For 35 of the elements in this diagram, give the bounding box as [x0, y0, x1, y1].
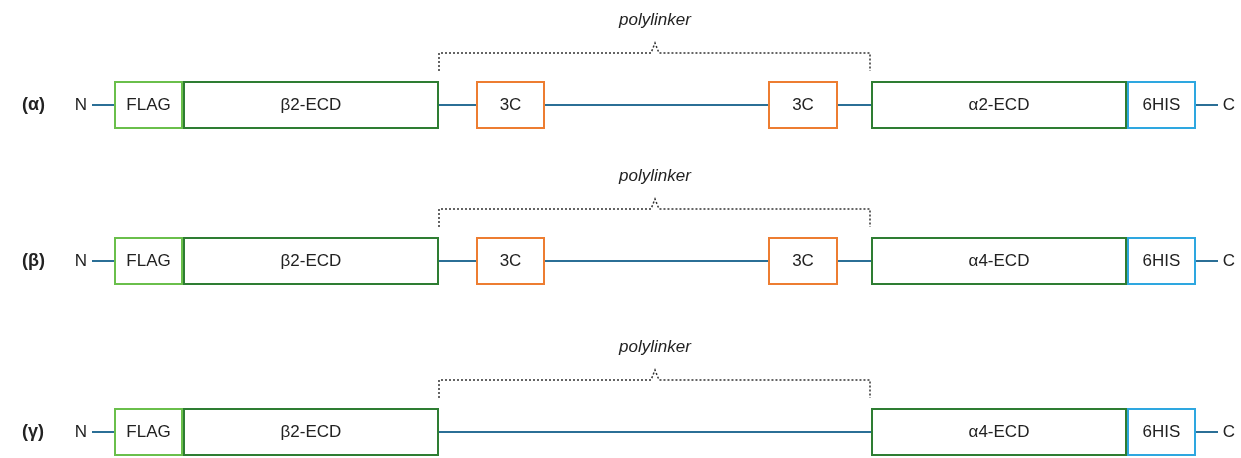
domain-box: α4-ECD: [871, 237, 1127, 285]
domain-box: β2-ECD: [183, 81, 439, 129]
domain-box: α2-ECD: [871, 81, 1127, 129]
domain-box: 3C: [768, 81, 838, 129]
region-label: polylinker: [619, 166, 691, 186]
domain-box: 6HIS: [1127, 237, 1196, 285]
linker-line: [1195, 104, 1219, 106]
domain-box: α4-ECD: [871, 408, 1127, 456]
domain-box: 6HIS: [1127, 81, 1196, 129]
domain-box: FLAG: [114, 81, 183, 129]
linker-line: [438, 104, 477, 106]
domain-box: 3C: [768, 237, 838, 285]
linker-line: [1195, 431, 1219, 433]
domain-box: FLAG: [114, 237, 183, 285]
domain-box: β2-ECD: [183, 408, 439, 456]
linker-line: [438, 260, 477, 262]
domain-box: β2-ECD: [183, 237, 439, 285]
region-label: polylinker: [619, 10, 691, 30]
region-label: polylinker: [619, 337, 691, 357]
domain-box: FLAG: [114, 408, 183, 456]
row-label: (β): [22, 250, 45, 271]
linker-line: [1195, 260, 1219, 262]
linker-line: [837, 104, 872, 106]
row-label: (γ): [22, 421, 44, 442]
linker-line: [91, 260, 115, 262]
linker-line: [438, 431, 872, 433]
domain-box: 6HIS: [1127, 408, 1196, 456]
linker-line: [91, 104, 115, 106]
linker-line: [544, 260, 769, 262]
domain-box: 3C: [476, 237, 545, 285]
linker-line: [544, 104, 769, 106]
domain-box: 3C: [476, 81, 545, 129]
linker-line: [837, 260, 872, 262]
linker-line: [91, 431, 115, 433]
row-label: (α): [22, 94, 46, 115]
